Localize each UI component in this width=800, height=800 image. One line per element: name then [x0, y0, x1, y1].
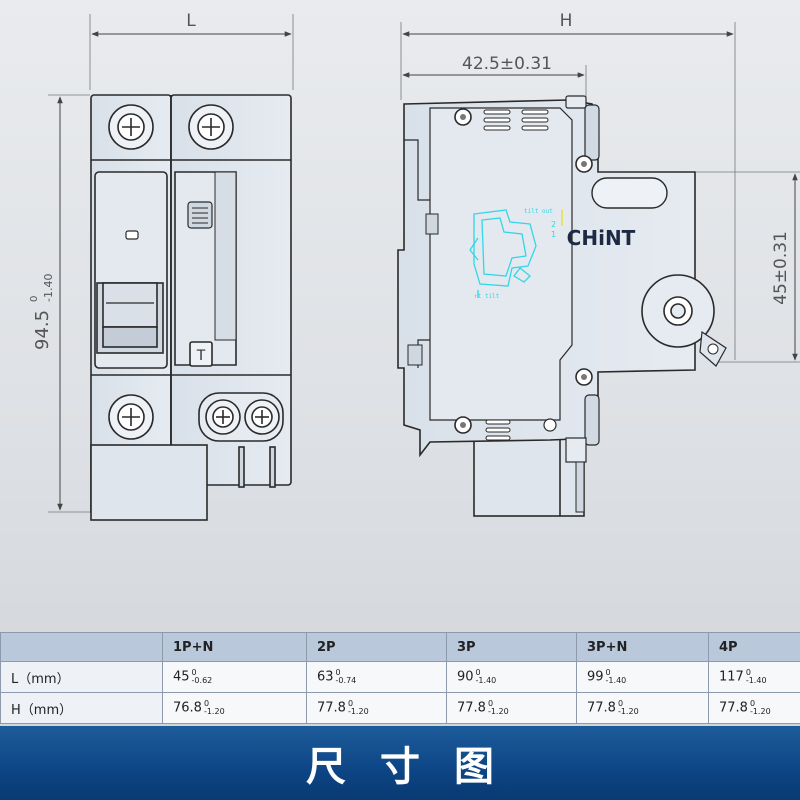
table-header-cell: 3P [446, 632, 577, 662]
test-button-label: T [196, 348, 206, 364]
cell-value: 77.8 [587, 700, 616, 716]
table-header-cell: 3P+N [576, 632, 709, 662]
height-tolerance-upper: 0 [29, 296, 40, 302]
cell-tol-lower: -1.40 [475, 676, 497, 685]
cell-tol-upper: 0 [487, 699, 494, 708]
cell-tol-lower: -1.20 [203, 707, 225, 716]
height-tolerance-lower: -1.40 [42, 274, 55, 302]
cell-value: 63 [317, 669, 334, 685]
table-header-row: 1P+N 2P 3P 3P+N 4P [0, 632, 800, 662]
cell-tol-upper: 0 [335, 668, 341, 677]
side-width-label: H [560, 11, 573, 31]
cell-value: 77.8 [719, 700, 748, 716]
cell-tol-lower: -1.20 [749, 707, 771, 716]
cell-tol-lower: -1.20 [617, 707, 639, 716]
cell-tol-lower: -1.40 [745, 676, 767, 685]
trip-text-top: tilt out [524, 208, 553, 215]
cell-tol-lower: -1.20 [487, 707, 509, 716]
banner-title: 尺寸图 [306, 744, 528, 790]
cell-tol-lower: -1.40 [605, 676, 627, 685]
table-header-cell: 2P [306, 632, 447, 662]
cell-value: 117 [719, 669, 744, 685]
cell-tol-upper: 0 [749, 699, 756, 708]
cell-tol-lower: -0.74 [335, 676, 357, 685]
cell-tol-upper: 0 [203, 699, 210, 708]
cell-tol-upper: 0 [191, 668, 197, 677]
cell-value: 77.8 [457, 700, 486, 716]
table-header-cell: 4P [708, 632, 800, 662]
cell-tol-upper: 0 [347, 699, 354, 708]
cell-value: 76.8 [173, 700, 202, 716]
row-label-l: L（mm） [0, 661, 163, 693]
cell-value: 45 [173, 669, 190, 685]
cell-tol-lower: -0.62 [191, 676, 213, 685]
dimension-drawing: L 94.5 0 -1.40 T [29, 11, 800, 521]
cell-tol-upper: 0 [605, 668, 611, 677]
table-header-cell [0, 632, 163, 662]
cell-tol-upper: 0 [745, 668, 751, 677]
depth-dimension-label: 42.5±0.31 [462, 54, 552, 74]
trip-number-top: 2 [551, 220, 556, 229]
row-label-h: H（mm） [0, 692, 163, 724]
cell-tol-lower: -1.20 [347, 707, 369, 716]
cell-tol-upper: 0 [475, 668, 481, 677]
table-header-cell: 1P+N [162, 632, 307, 662]
trip-text-bottom: ↑t tilt [474, 293, 500, 300]
front-view [48, 14, 294, 521]
height-dimension-label: 94.5 [32, 310, 53, 350]
cell-value: 99 [587, 669, 604, 685]
front-width-label: L [186, 11, 196, 31]
cell-tol-upper: 0 [617, 699, 624, 708]
trip-number-bottom: 1 [551, 230, 556, 239]
title-banner: 尺寸图 [0, 726, 800, 800]
cell-value: 77.8 [317, 700, 346, 716]
side-view [397, 22, 800, 517]
brand-logo: CHiNT [567, 226, 636, 250]
cell-value: 90 [457, 669, 474, 685]
trip-mechanism-sketch [469, 209, 537, 298]
side-height-dimension-label: 45±0.31 [771, 231, 791, 305]
